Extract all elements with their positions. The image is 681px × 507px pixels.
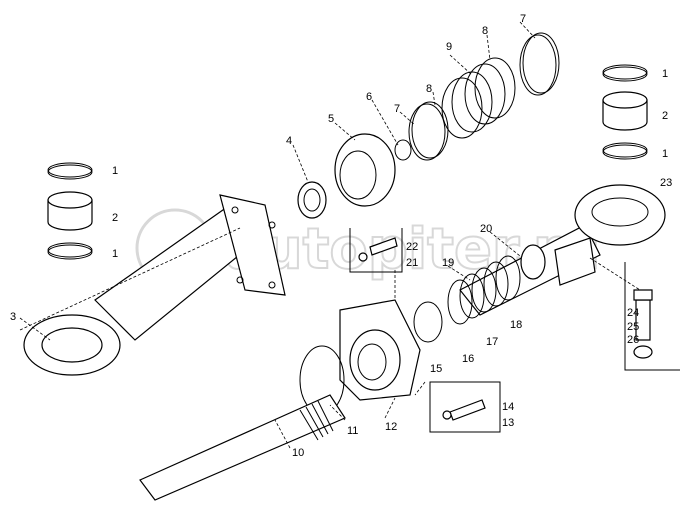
callout-1: 1 bbox=[662, 68, 668, 80]
callout-7: 7 bbox=[394, 103, 400, 115]
callout-2: 2 bbox=[112, 212, 118, 224]
piston-rod bbox=[139, 394, 346, 501]
callout-14: 14 bbox=[502, 401, 514, 413]
callout-20: 20 bbox=[480, 223, 492, 235]
leader-lines bbox=[19, 21, 641, 449]
callout-12: 12 bbox=[385, 421, 397, 433]
callout-1: 1 bbox=[112, 165, 118, 177]
callout-18: 18 bbox=[510, 319, 522, 331]
callout-6: 6 bbox=[366, 91, 372, 103]
callout-5: 5 bbox=[328, 113, 334, 125]
callout-24: 24 bbox=[627, 307, 639, 319]
callout-3: 3 bbox=[10, 311, 16, 323]
callout-8: 8 bbox=[482, 25, 488, 37]
callout-1: 1 bbox=[112, 248, 118, 260]
cylinder-head bbox=[339, 299, 421, 401]
callout-16: 16 bbox=[462, 353, 474, 365]
callout-25: 25 bbox=[627, 321, 639, 333]
rod-eye bbox=[459, 184, 666, 316]
callout-10: 10 bbox=[292, 447, 304, 459]
callout-7: 7 bbox=[520, 13, 526, 25]
callout-19: 19 bbox=[442, 257, 454, 269]
seal-stack bbox=[413, 255, 521, 343]
piston-assembly bbox=[297, 32, 560, 219]
callout-23: 23 bbox=[660, 177, 672, 189]
cylinder-barrel bbox=[19, 194, 286, 376]
callout-8: 8 bbox=[426, 83, 432, 95]
callout-17: 17 bbox=[486, 336, 498, 348]
bushing-set-right bbox=[602, 64, 648, 160]
callout-labels: 7 9 8 8 7 6 5 4 1 2 1 23 1 2 1 20 22 21 … bbox=[10, 13, 672, 459]
callout-15: 15 bbox=[430, 363, 442, 375]
callout-1: 1 bbox=[662, 148, 668, 160]
callout-2: 2 bbox=[662, 110, 668, 122]
callout-9: 9 bbox=[446, 41, 452, 53]
detail-boxes bbox=[349, 228, 680, 433]
callout-22: 22 bbox=[406, 241, 418, 253]
callout-11: 11 bbox=[347, 425, 358, 437]
callout-26: 26 bbox=[627, 334, 639, 346]
callout-4: 4 bbox=[286, 135, 292, 147]
callout-21: 21 bbox=[406, 257, 418, 269]
bushing-set-left bbox=[47, 162, 93, 260]
callout-13: 13 bbox=[502, 417, 514, 429]
